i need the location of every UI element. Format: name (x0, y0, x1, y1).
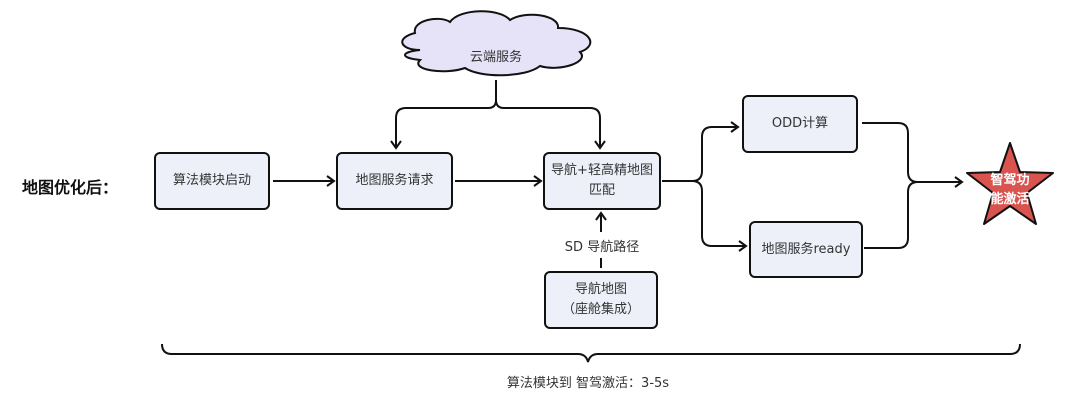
star-label-2: 能激活 (990, 192, 1030, 207)
edge-odd-merge (862, 122, 964, 188)
edge-cloud-nav-match (495, 99, 606, 150)
node-nav-match-label-2: 匹配 (588, 183, 615, 198)
node-odd-label: ODD计算 (771, 116, 829, 131)
node-algo-start[interactable]: 算法模块启动 (154, 152, 270, 210)
node-odd[interactable]: ODD计算 (742, 95, 858, 153)
cloud-label: 云端服务 (469, 50, 522, 65)
brace-label: 算法模块到 智驾激活：3-5s (506, 376, 670, 391)
edge-nav-match-odd (662, 121, 740, 182)
node-algo-start-label: 算法模块启动 (172, 173, 251, 188)
star-label-1: 智驾功 (990, 173, 1030, 188)
cloud-shape[interactable] (401, 10, 592, 77)
activation-star[interactable] (966, 142, 1054, 225)
node-nav-map-label-1: 导航地图 (574, 282, 627, 297)
edge-nav-match-ready (691, 180, 748, 252)
timeline-brace (161, 343, 1021, 363)
node-nav-match-label-1: 导航+轻高精地图 (551, 163, 653, 178)
edge-label-sd-route: SD 导航路径 (564, 240, 640, 255)
node-nav-map-label-2: （座舱集成） (561, 302, 640, 317)
star-label: 智驾功 能激活 (980, 171, 1040, 209)
edge-cloud-split (390, 80, 497, 150)
node-nav-map[interactable]: 导航地图 （座舱集成） (544, 271, 658, 329)
node-nav-match[interactable]: 导航+轻高精地图 匹配 (543, 152, 661, 210)
section-title: 地图优化后： (22, 178, 119, 197)
node-map-ready-label: 地图服务ready (761, 241, 851, 257)
node-map-request-label: 地图服务请求 (355, 173, 434, 188)
node-map-ready[interactable]: 地图服务ready (749, 221, 863, 278)
node-map-request[interactable]: 地图服务请求 (336, 152, 453, 210)
edge-ready-merge (864, 181, 919, 249)
